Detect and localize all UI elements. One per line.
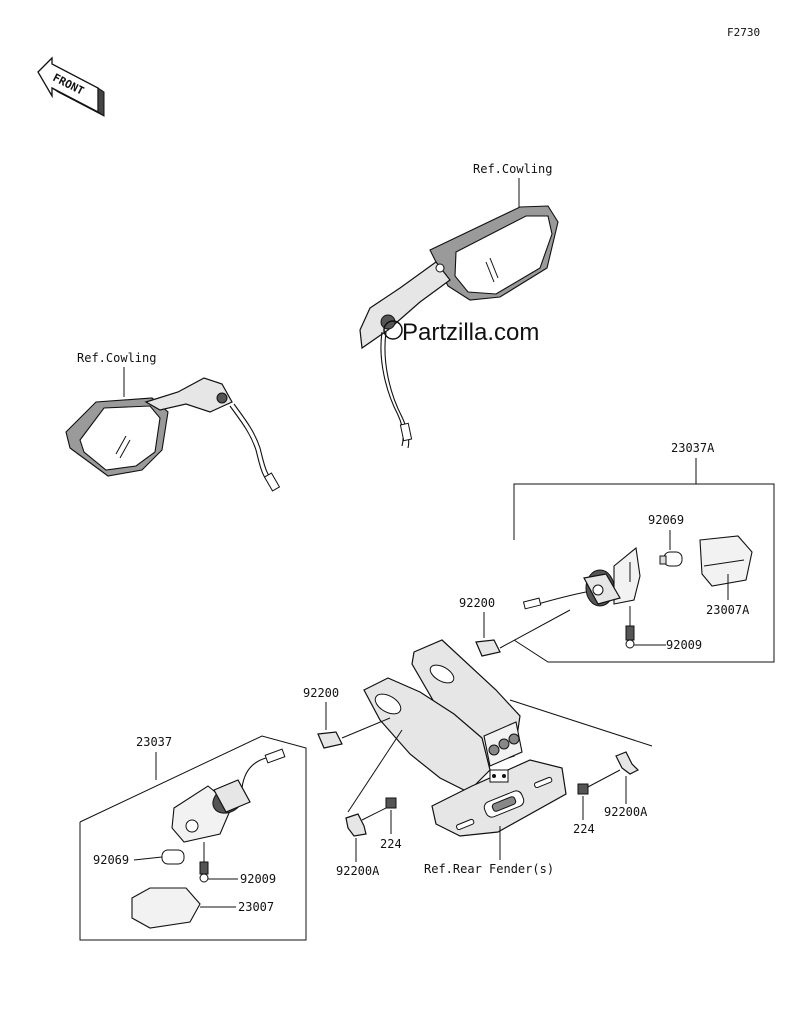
label-ref-rear-fender: Ref.Rear Fender(s): [424, 862, 554, 876]
label-92200A-right: 92200A: [604, 805, 648, 819]
label-23037A: 23037A: [671, 441, 715, 455]
rear-fender-bracket: [363, 639, 567, 837]
label-92069-right: 92069: [648, 513, 684, 527]
label-92069-left: 92069: [93, 853, 129, 867]
clip-right: 92200A 224: [573, 751, 648, 836]
label-92009-left: 92009: [240, 872, 276, 886]
mirror-right: Ref.Cowling: [359, 162, 559, 449]
grommet-upper: [475, 639, 501, 657]
front-arrow-icon: FRONT: [37, 56, 105, 117]
turn-signal-left: 23037 92069 92009 23007: [79, 735, 307, 941]
label-92200-lower: 92200: [303, 686, 339, 700]
label-92200A-left: 92200A: [336, 864, 380, 878]
label-ref-cowling-right: Ref.Cowling: [473, 162, 552, 176]
label-224-left: 224: [380, 837, 402, 851]
label-23037: 23037: [136, 735, 172, 749]
clip-left: 224 92200A: [336, 797, 402, 878]
label-224-right: 224: [573, 822, 595, 836]
mirror-left: Ref.Cowling: [65, 351, 281, 492]
label-ref-cowling-left: Ref.Cowling: [77, 351, 156, 365]
turn-signal-right: 23037A 92069 23007A 92009: [513, 441, 775, 663]
label-23007: 23007: [238, 900, 274, 914]
copyright-icon: [383, 320, 403, 340]
grommet-lower: [317, 731, 343, 749]
figure-code: F2730: [727, 26, 760, 39]
label-92200-upper: 92200: [459, 596, 495, 610]
watermark-text: Partzilla.com: [402, 319, 539, 346]
label-92009-right: 92009: [666, 638, 702, 652]
label-23007A: 23007A: [706, 603, 750, 617]
